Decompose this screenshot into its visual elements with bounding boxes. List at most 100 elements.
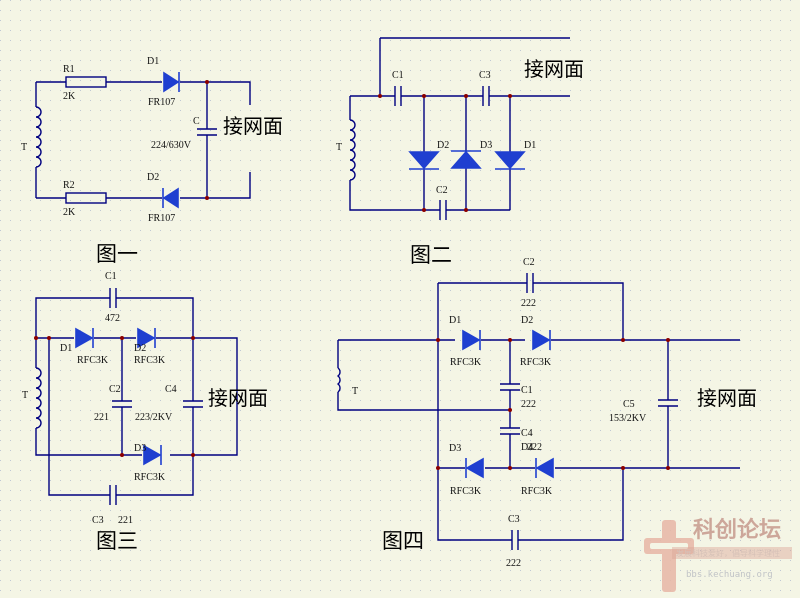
fig3-label-d1-value: RFC3K xyxy=(77,355,109,366)
fig3-junction xyxy=(191,453,195,457)
fig4-caption: 图四 xyxy=(382,529,424,553)
fig2-transformer-coil xyxy=(349,119,356,181)
fig4-label-c3: C3 xyxy=(508,514,520,525)
fig2-capacitor-c3 xyxy=(482,86,490,106)
fig3-label-c3: C3 xyxy=(92,515,104,526)
fig2-label-d1: D1 xyxy=(524,140,536,151)
fig4-junction xyxy=(621,338,625,342)
fig3-label-d2-value: RFC3K xyxy=(134,355,166,366)
fig3-capacitor-c3 xyxy=(109,485,117,505)
kechuang-slogan: 发展科技爱好，倡导科学理性 xyxy=(676,548,780,558)
fig2-capacitor-c2 xyxy=(439,200,447,220)
fig1-wire-top-right xyxy=(180,81,251,105)
fig3-label-d3: D3 xyxy=(134,443,146,454)
fig4-label-d1-value: RFC3K xyxy=(450,357,482,368)
fig4-junction xyxy=(508,408,512,412)
fig3-junction xyxy=(34,336,38,340)
fig3-diode-d2 xyxy=(137,327,156,349)
fig4-capacitor-c4 xyxy=(500,410,520,468)
fig4-capacitor-c3 xyxy=(511,530,519,550)
fig4-transformer-coil xyxy=(336,367,341,393)
fig4-wire-coil-bottom xyxy=(337,392,510,411)
fig4-label-c4: C4 xyxy=(521,428,533,439)
fig3-caption: 图三 xyxy=(96,529,138,553)
fig4-label-c2-value: 222 xyxy=(521,298,536,309)
fig4-label-d4-value: RFC3K xyxy=(521,486,553,497)
fig4-label-c4-value: 222 xyxy=(527,442,542,453)
fig3-label-c3-value: 221 xyxy=(118,515,133,526)
fig2-capacitor-c1 xyxy=(394,86,402,106)
fig3-label-d1: D1 xyxy=(60,343,72,354)
figure-1-circuit xyxy=(35,76,251,204)
fig1-transformer-coil xyxy=(35,106,42,168)
fig4-label-c3-value: 222 xyxy=(506,558,521,569)
fig1-label-d1-value: FR107 xyxy=(148,97,175,108)
fig4-label-c1-value: 222 xyxy=(521,399,536,410)
fig3-label-c4: C4 xyxy=(165,384,177,395)
figure-2-circuit xyxy=(349,37,570,220)
fig2-grid-label: 接网面 xyxy=(524,57,584,81)
fig4-label-d1: D1 xyxy=(449,315,461,326)
fig4-diode-d3 xyxy=(465,457,484,479)
fig4-junction xyxy=(436,338,440,342)
fig4-capacitor-c5 xyxy=(658,340,678,468)
fig1-label-c-value: 224/630V xyxy=(151,140,192,151)
fig4-label-c2: C2 xyxy=(523,257,535,268)
fig3-wire-main-top xyxy=(36,337,238,456)
fig4-junction xyxy=(666,338,670,342)
fig4-junction xyxy=(436,466,440,470)
fig3-junction xyxy=(120,453,124,457)
fig2-junction xyxy=(508,94,512,98)
fig2-junction xyxy=(464,208,468,212)
fig3-label-d3-value: RFC3K xyxy=(134,472,166,483)
fig1-diode-d2 xyxy=(162,187,179,209)
fig1-label-r1-value: 2K xyxy=(63,91,76,102)
fig3-label-c2: C2 xyxy=(109,384,121,395)
fig3-junction xyxy=(47,336,51,340)
fig1-label-r2-value: 2K xyxy=(63,207,76,218)
fig3-capacitor-c2 xyxy=(112,338,132,455)
kechuang-watermark: 科创论坛 发展科技爱好，倡导科学理性 bbs.kechuang.org xyxy=(644,517,792,592)
fig4-diode-d1 xyxy=(462,329,481,351)
fig4-diode-d4 xyxy=(535,457,554,479)
fig2-wire-bottom xyxy=(349,180,510,211)
fig1-caption: 图一 xyxy=(96,242,138,266)
fig1-label-d1: D1 xyxy=(147,56,159,67)
fig2-label-c3: C3 xyxy=(479,70,491,81)
fig4-diode-d2 xyxy=(532,329,551,351)
fig1-diode-d1 xyxy=(163,71,180,93)
fig3-wire-bottom-c3 xyxy=(48,338,194,496)
fig2-junction xyxy=(378,94,382,98)
fig4-junction xyxy=(621,466,625,470)
fig2-junction xyxy=(464,94,468,98)
fig3-grid-label: 接网面 xyxy=(208,386,268,410)
kechuang-logo-text: 科创论坛 xyxy=(693,517,781,543)
fig2-junction xyxy=(422,94,426,98)
fig2-junction xyxy=(422,208,426,212)
fig4-junction xyxy=(666,466,670,470)
fig3-label-c1-value: 472 xyxy=(105,313,120,324)
fig1-junction xyxy=(205,196,209,200)
fig4-wire-c2-loop xyxy=(438,282,624,340)
fig1-label-r1: R1 xyxy=(63,64,75,75)
figure-4-circuit xyxy=(336,273,740,550)
fig3-label-d2: D2 xyxy=(134,343,146,354)
fig1-label-r2: R2 xyxy=(63,180,75,191)
fig3-junction xyxy=(120,336,124,340)
fig4-grid-label: 接网面 xyxy=(697,386,757,410)
fig3-diode-d3 xyxy=(143,444,162,466)
fig4-label-d2: D2 xyxy=(521,315,533,326)
fig4-label-d2-value: RFC3K xyxy=(520,357,552,368)
fig1-label-d2: D2 xyxy=(147,172,159,183)
fig2-label-t: T xyxy=(336,142,342,153)
fig4-capacitor-c1 xyxy=(500,340,520,410)
fig2-caption: 图二 xyxy=(410,243,452,267)
fig4-label-c1: C1 xyxy=(521,385,533,396)
fig1-label-d2-value: FR107 xyxy=(148,213,175,224)
fig3-capacitor-c1 xyxy=(109,288,117,308)
fig3-capacitor-c4 xyxy=(183,338,203,455)
fig4-capacitor-c2 xyxy=(526,273,534,293)
fig4-label-c5: C5 xyxy=(623,399,635,410)
